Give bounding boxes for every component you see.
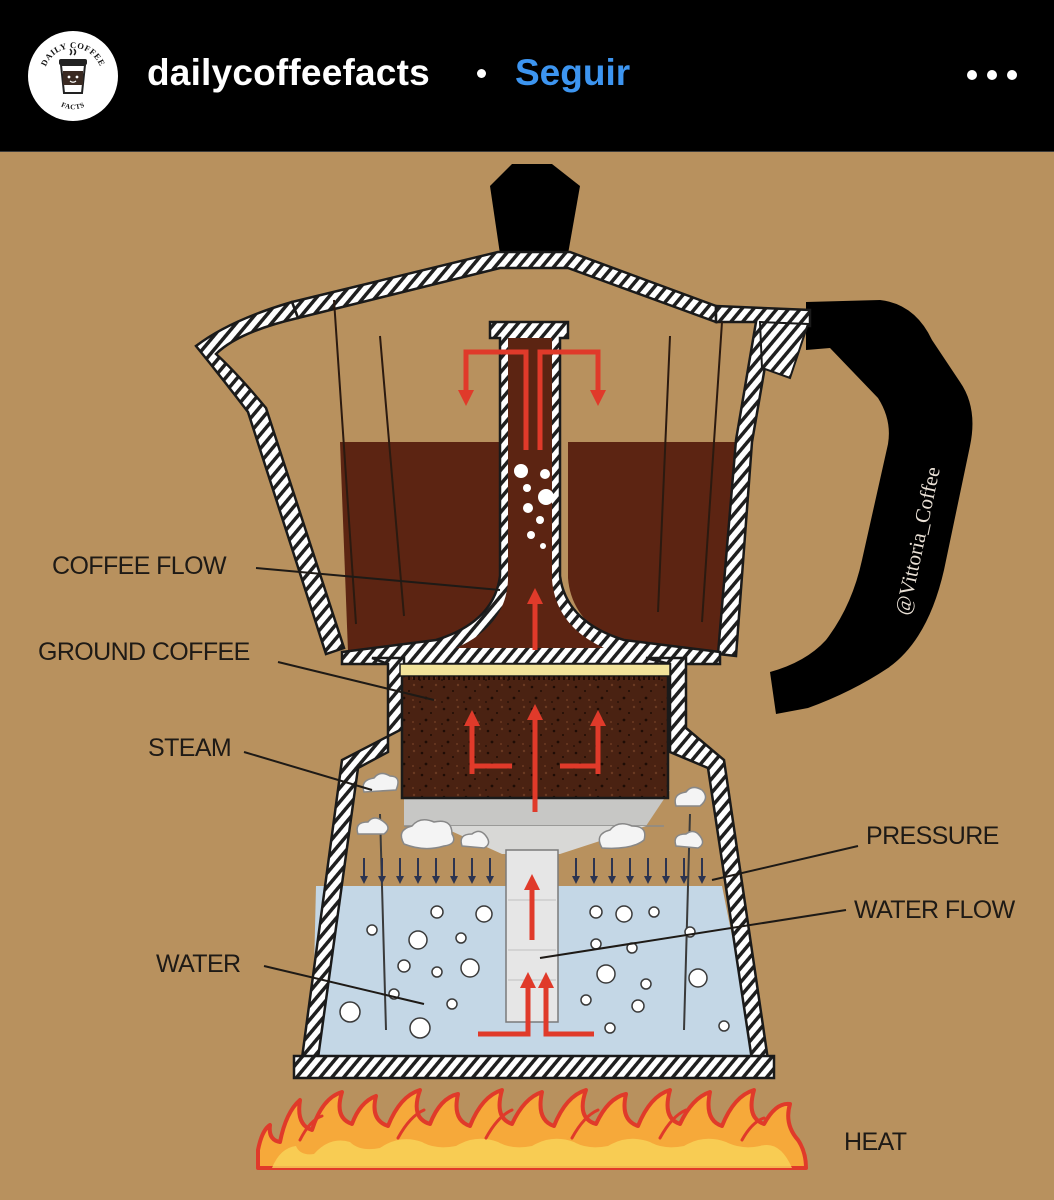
- label-pressure: PRESSURE: [866, 822, 999, 850]
- handle: [770, 300, 973, 714]
- label-steam: STEAM: [148, 734, 232, 762]
- avatar-badge-bottom-text: FACTS: [60, 101, 86, 112]
- moka-pot-diagram: [194, 164, 973, 1170]
- label-heat: HEAT: [844, 1128, 907, 1156]
- separator-dot: [477, 69, 486, 78]
- label-leader-lines: [243, 567, 859, 1005]
- label-coffee-flow: COFFEE FLOW: [52, 552, 227, 580]
- coffee-cup-icon: DAILY COFFEE FACTS: [39, 40, 107, 112]
- post-header: DAILY COFFEE FACTS dailycoffeefacts Segu…: [0, 0, 1054, 152]
- upper-chamber: [194, 299, 812, 666]
- label-ground-coffee: GROUND COFFEE: [38, 638, 250, 666]
- coffee-arrows: [457, 349, 607, 650]
- svg-text:FACTS: FACTS: [60, 101, 86, 112]
- pot-lid: [290, 164, 718, 324]
- label-water: WATER: [156, 950, 241, 978]
- follow-button[interactable]: Seguir: [515, 52, 631, 93]
- water-chamber: [292, 656, 776, 1080]
- username-link[interactable]: dailycoffeefacts: [147, 52, 430, 93]
- profile-avatar[interactable]: DAILY COFFEE FACTS: [28, 31, 118, 121]
- heat-flames: [256, 1088, 808, 1170]
- label-water-flow: WATER FLOW: [854, 896, 1015, 924]
- more-options-icon[interactable]: [965, 64, 1019, 86]
- post-image: COFFEE FLOW GROUND COFFEE STEAM PRESSURE…: [0, 152, 1054, 1200]
